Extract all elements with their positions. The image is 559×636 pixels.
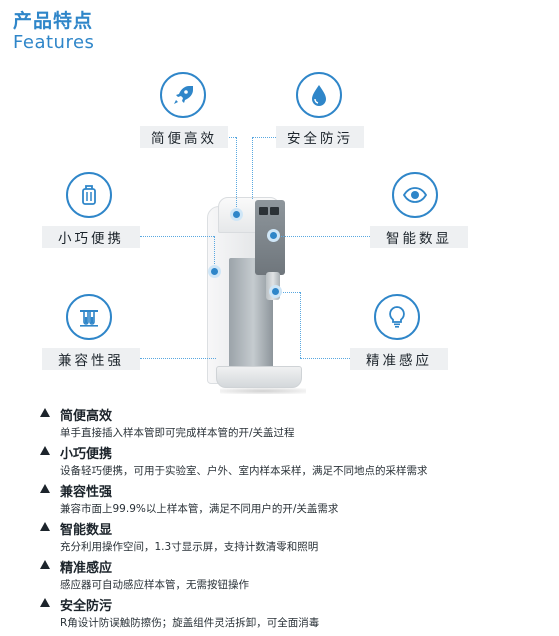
feature-name: 兼容性强 [60,485,113,500]
callout-efficient-label: 简便高效 [140,126,228,148]
device-nozzle [266,272,280,300]
drop-icon [296,72,342,118]
callout-compatible-label: 兼容性强 [42,348,140,370]
connector-dot [233,211,240,218]
triangle-bullet-icon [40,408,50,417]
feature-name: 精准感应 [60,561,113,576]
callout-portable-label: 小巧便携 [42,226,140,248]
feature-desc: 感应器可自动感应样本管，无需按钮操作 [60,579,249,591]
feature-desc: R角设计防误触防擦伤；旋盖组件灵活拆卸，可全面消毒 [60,617,320,629]
triangle-bullet-icon [40,446,50,455]
list-item: 简便高效 单手直接插入样本管即可完成样本管的开/关盖过程 [40,405,550,443]
connector-dot [272,288,279,295]
triangle-bullet-icon [40,598,50,607]
feature-name: 智能数显 [60,523,113,538]
feature-desc: 兼容市面上99.9%以上样本管，满足不同用户的开/关盖需求 [60,503,339,515]
callout-sensing-label: 精准感应 [350,348,448,370]
list-item: 兼容性强 兼容市面上99.9%以上样本管，满足不同用户的开/关盖需求 [40,481,550,519]
list-item: 安全防污 R角设计防误触防擦伤；旋盖组件灵活拆卸，可全面消毒 [40,595,550,633]
feature-name: 小巧便携 [60,447,113,462]
luggage-icon [66,172,112,218]
feature-desc: 设备轻巧便携，可用于实验室、户外、室内样本采样，满足不同地点的采样需求 [60,465,428,477]
feature-diagram: 简便高效 安全防污 小巧便携 智能数显 兼容性强 精准感应 [0,60,559,400]
triangle-bullet-icon [40,522,50,531]
device-base [216,366,302,388]
callout-safe-label: 安全防污 [276,126,364,148]
feature-desc: 单手直接插入样本管即可完成样本管的开/关盖过程 [60,427,295,439]
test-tubes-icon [66,294,112,340]
rocket-icon [160,72,206,118]
device-screen [259,207,268,215]
triangle-bullet-icon [40,484,50,493]
callout-display-label: 智能数显 [370,226,468,248]
list-item: 精准感应 感应器可自动感应样本管，无需按钮操作 [40,557,550,595]
feature-name: 安全防污 [60,599,113,614]
feature-list: 简便高效 单手直接插入样本管即可完成样本管的开/关盖过程 小巧便携 设备轻巧便携… [40,405,550,633]
bulb-icon [374,294,420,340]
triangle-bullet-icon [40,560,50,569]
connector-dot [211,268,218,275]
connector-dot [270,232,277,239]
section-title: 产品特点 [13,10,94,32]
list-item: 智能数显 充分利用操作空间，1.3寸显示屏，支持计数清零和照明 [40,519,550,557]
feature-desc: 充分利用操作空间，1.3寸显示屏，支持计数清零和照明 [60,541,319,553]
feature-name: 简便高效 [60,409,113,424]
list-item: 小巧便携 设备轻巧便携，可用于实验室、户外、室内样本采样，满足不同地点的采样需求 [40,443,550,481]
eye-icon [392,172,438,218]
section-subtitle: Features [13,32,95,53]
